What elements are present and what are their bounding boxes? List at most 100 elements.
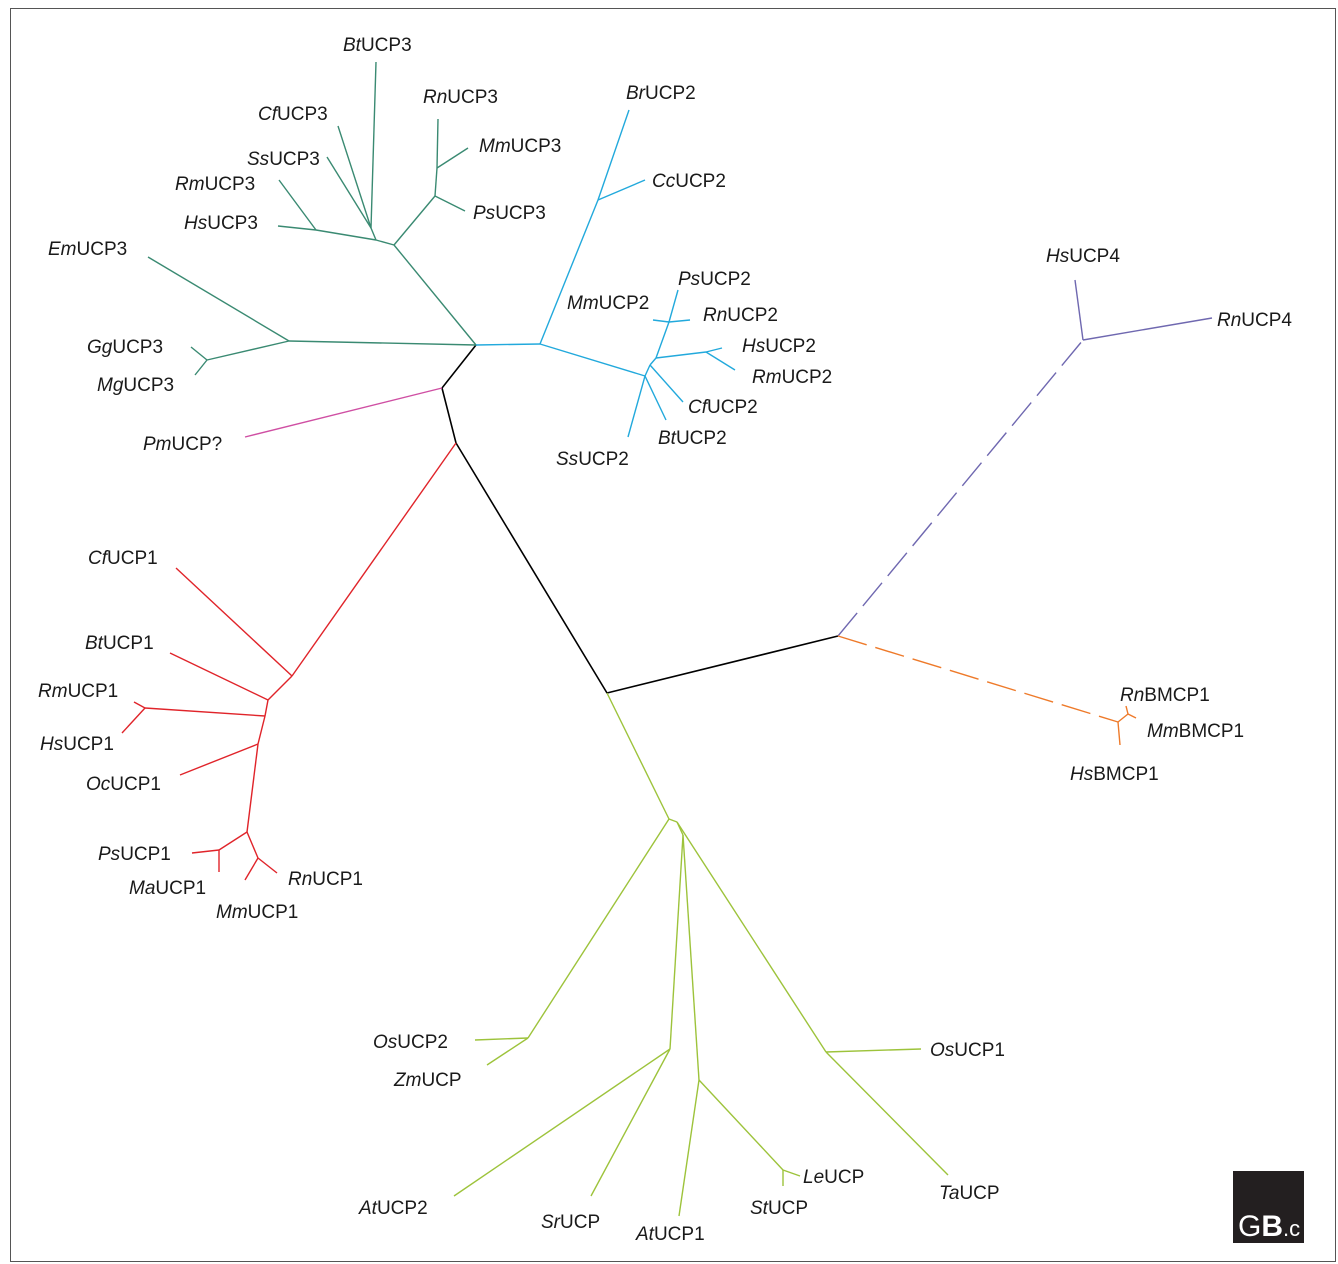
species-prefix: At [635,1224,655,1245]
gene-name: UCP? [172,434,223,455]
branch [644,375,667,421]
leaf-label: HsUCP1 [40,734,114,755]
species-prefix: Mm [479,136,511,157]
species-prefix: Hs [184,213,208,234]
gene-name: UCP3 [112,337,163,358]
branch [370,61,377,229]
species-prefix: Hs [1046,246,1070,267]
species-prefix: Bt [85,633,104,654]
species-prefix: Pm [143,434,172,455]
leaf-label: RnBMCP1 [1120,685,1210,706]
branch [191,849,220,854]
branch [370,227,377,241]
branch [436,147,469,169]
branch [218,831,248,851]
species-prefix: Rn [423,87,447,108]
species-prefix: Ss [556,449,579,470]
branch [244,857,259,881]
gene-name: UCP1 [312,869,363,890]
species-prefix: Zm [393,1070,421,1091]
species-prefix: Cf [88,548,109,569]
leaf-label: RnUCP4 [1217,310,1292,331]
branch [1082,317,1213,341]
logo-b: B [1261,1210,1283,1243]
branch [179,743,259,776]
species-prefix: Bt [343,35,362,56]
branch [291,442,457,677]
branch [206,340,290,361]
gene-name: UCP3 [77,239,128,260]
gene-name: UCP1 [248,902,299,923]
branch [1074,279,1084,341]
leaf-label: MmUCP1 [216,902,298,923]
branch [644,364,651,377]
leaf-label: PmUCP? [143,434,222,455]
branch [169,652,269,701]
species-prefix: Rm [175,174,205,195]
gene-name: UCP1 [63,734,114,755]
branch [627,375,646,438]
branch [678,1079,700,1217]
species-prefix: Ss [247,149,270,170]
species-prefix: Hs [1070,764,1094,785]
branch [486,1037,529,1066]
gene-name: UCP2 [578,449,629,470]
gene-name: UCP1 [107,548,158,569]
leaf-label: AtUCP2 [358,1198,428,1219]
leaf-label: RnUCP3 [423,87,498,108]
branch [668,289,679,323]
branch [474,1037,529,1041]
leaf-label: PsUCP1 [98,844,171,865]
branch [655,321,670,359]
branch [682,834,700,1081]
gene-name: UCP2 [700,269,751,290]
branch [244,387,443,438]
gene-name: UCP3 [277,104,328,125]
gene-name: UCP3 [123,375,174,396]
leaf-label: OsUCP1 [930,1040,1005,1061]
branch [655,351,707,359]
branch [267,675,293,701]
branch [175,567,293,677]
branch [782,1169,801,1177]
gene-name: UCP1 [120,844,171,865]
gene-name: UCP [768,1198,808,1219]
leaf-label: RmUCP2 [752,367,832,388]
figure-frame [10,8,1336,1262]
gene-name: UCP [560,1212,600,1233]
branch [669,834,684,1050]
species-prefix: Cc [652,171,676,192]
leaf-label: OcUCP1 [86,774,161,795]
branch [1117,713,1129,723]
species-prefix: Bt [658,428,677,449]
branch [434,167,438,197]
branch [121,707,146,734]
species-prefix: Oc [86,774,111,795]
species-prefix: Em [48,239,77,260]
branch [676,821,827,1053]
species-prefix: Hs [40,734,64,755]
species-prefix: Sr [541,1212,561,1233]
logo-suffix: .c [1283,1216,1300,1241]
leaf-label: MaUCP1 [129,878,206,899]
branch [698,1079,784,1171]
branch [1125,705,1129,715]
species-prefix: Cf [688,397,709,418]
branch [606,692,670,820]
gene-name: UCP1 [155,878,206,899]
branch [668,818,678,823]
gene-name: UCP1 [68,681,119,702]
species-prefix: Rn [1217,310,1241,331]
species-prefix: Os [930,1040,955,1061]
gene-name: UCP2 [397,1032,448,1053]
species-prefix: Cf [258,104,279,125]
gene-name: UCP3 [511,136,562,157]
branch [705,347,723,353]
gene-name: UCP2 [599,293,650,314]
branch [326,156,372,229]
gene-name: UCP4 [1069,246,1120,267]
leaf-label: OsUCP2 [373,1032,448,1053]
leaf-label: LeUCP [803,1167,864,1188]
species-prefix: Rn [703,305,727,326]
leaf-label: HsUCP4 [1046,246,1120,267]
